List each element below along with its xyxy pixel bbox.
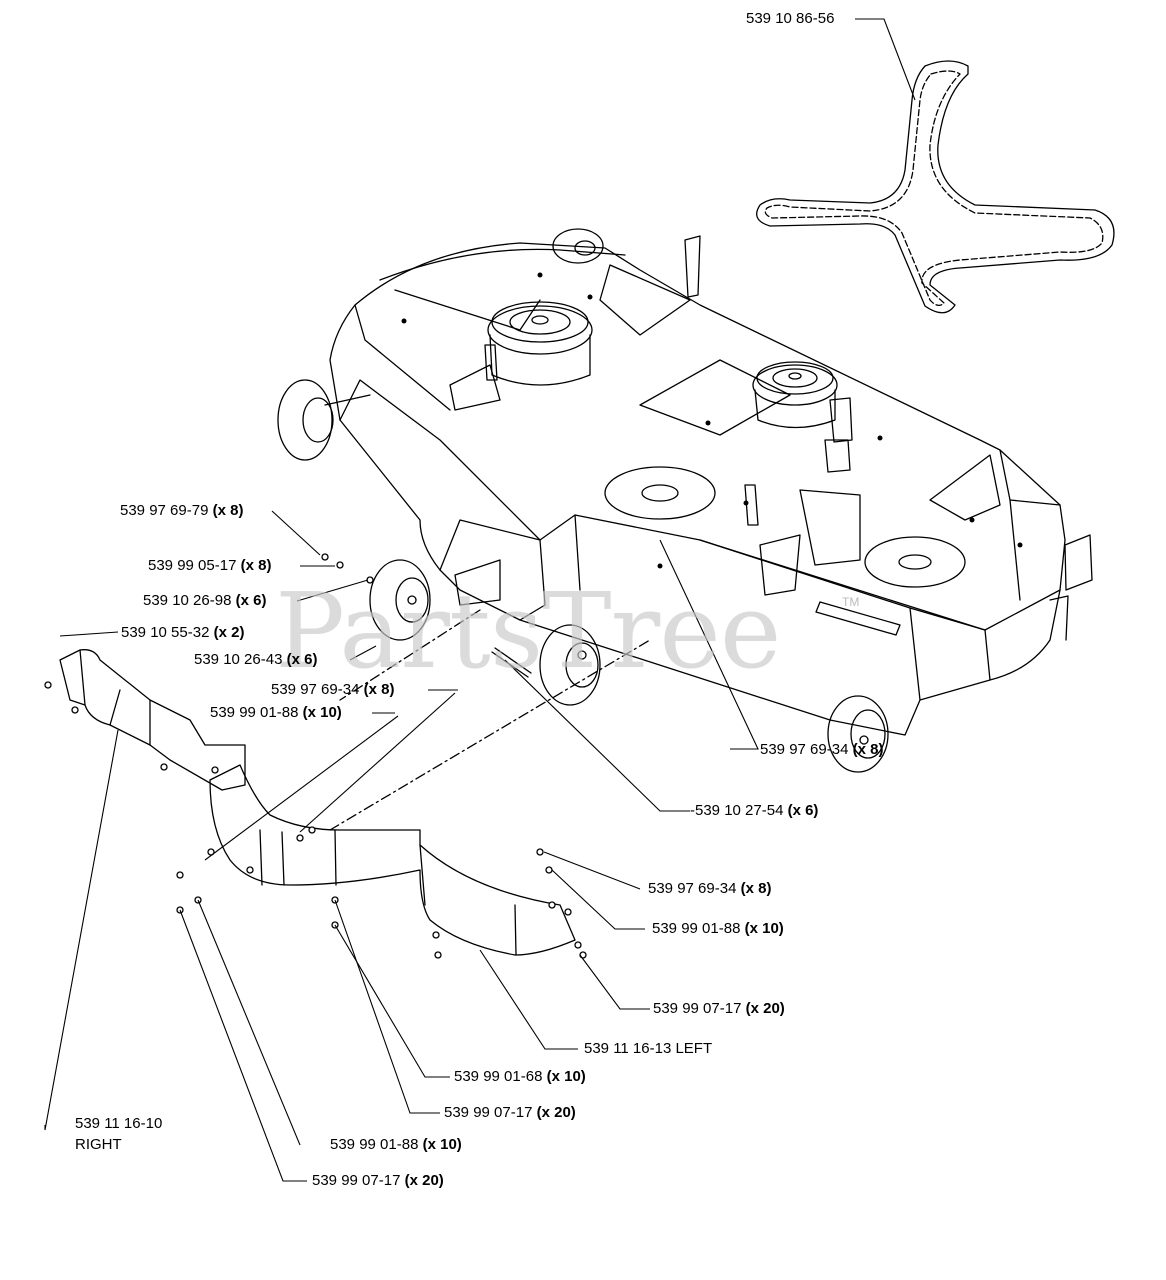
part-number: 539 11 16-13 LEFT <box>584 1040 713 1057</box>
part-label: 539 99 05-17 (x 8) <box>148 557 271 575</box>
part-number: 539 99 01-88 <box>330 1136 419 1153</box>
part-number: 539 11 16-10 <box>75 1115 163 1132</box>
gauge-wheel-front-left <box>369 559 431 641</box>
part-label: 539 97 69-34 (x 8) <box>271 681 394 699</box>
part-label: 539 99 07-17 (x 20) <box>653 1000 785 1018</box>
part-number: 539 99 01-88 <box>652 920 741 937</box>
part-quantity: (x 6) <box>235 592 267 609</box>
gauge-wheel-front-right <box>827 695 889 773</box>
part-label: 539 99 07-17 (x 20) <box>444 1104 576 1122</box>
idler-plate <box>639 359 791 436</box>
part-label: 539 99 01-88 (x 10) <box>330 1136 462 1154</box>
part-quantity: (x 8) <box>240 557 272 574</box>
part-quantity: (x 20) <box>536 1104 576 1121</box>
part-quantity: (x 10) <box>744 920 784 937</box>
part-label: 539 99 07-17 (x 20) <box>312 1172 444 1190</box>
part-number: 539 99 07-17 <box>312 1172 401 1189</box>
part-label: 539 10 26-43 (x 6) <box>194 651 317 669</box>
part-number: 539 97 69-34 <box>760 741 849 758</box>
part-label-right-baffle: 539 11 16-10 <box>75 1115 162 1133</box>
part-quantity: (x 8) <box>212 502 244 519</box>
part-quantity: (x 10) <box>302 704 342 721</box>
part-quantity: (x 20) <box>745 1000 785 1017</box>
part-number: 539 10 55-32 <box>121 624 210 641</box>
part-label: 539 99 01-88 (x 10) <box>652 920 784 938</box>
center-spindle-plate <box>604 466 716 520</box>
left-baffle <box>209 764 576 956</box>
part-label: 539 97 69-34 (x 8) <box>760 741 883 759</box>
right-spindle-pulley <box>752 361 838 429</box>
part-number: -539 10 27-54 <box>690 802 784 819</box>
gauge-wheel-rear-left <box>277 379 371 461</box>
part-quantity: (x 20) <box>404 1172 444 1189</box>
part-label: 539 10 55-32 (x 2) <box>121 624 244 642</box>
part-quantity: (x 8) <box>363 681 395 698</box>
part-quantity: (x 6) <box>787 802 819 819</box>
part-number: 539 99 07-17 <box>444 1104 533 1121</box>
part-quantity: (x 8) <box>852 741 884 758</box>
part-quantity: (x 8) <box>740 880 772 897</box>
part-number: 539 99 07-17 <box>653 1000 742 1017</box>
part-label: 539 99 01-68 (x 10) <box>454 1068 586 1086</box>
part-number: 539 97 69-79 <box>120 502 209 519</box>
watermark: PartsTree <box>275 570 781 692</box>
part-number: 539 10 86-56 <box>746 10 835 27</box>
part-number: 539 99 01-68 <box>454 1068 543 1085</box>
part-quantity: (x 10) <box>546 1068 586 1085</box>
part-side: RIGHT <box>75 1136 122 1153</box>
part-number: 539 99 05-17 <box>148 557 237 574</box>
part-label: 539 99 01-88 (x 10) <box>210 704 342 722</box>
part-quantity: (x 2) <box>213 624 245 641</box>
leader-lines <box>44 18 916 1182</box>
part-label-right-suffix: RIGHT <box>75 1136 122 1154</box>
part-number: 539 10 26-43 <box>194 651 283 668</box>
gauge-wheel-rear <box>552 228 604 264</box>
part-label: 539 97 69-79 (x 8) <box>120 502 243 520</box>
part-label: 539 10 26-98 (x 6) <box>143 592 266 610</box>
part-number: 539 99 01-88 <box>210 704 299 721</box>
part-label-belt: 539 10 86-56 <box>746 10 834 28</box>
watermark-trademark: TM <box>842 595 860 609</box>
part-number: 539 10 26-98 <box>143 592 232 609</box>
gauge-wheel-front-center <box>539 624 601 706</box>
left-spindle-pulley <box>487 301 593 386</box>
part-quantity: (x 6) <box>286 651 318 668</box>
part-quantity: (x 10) <box>422 1136 462 1153</box>
part-label: 539 11 16-13 LEFT <box>584 1040 712 1058</box>
drive-belt <box>756 60 1115 314</box>
right-baffle <box>59 649 246 791</box>
part-number: 539 97 69-34 <box>648 880 737 897</box>
right-spindle-plate <box>864 536 966 588</box>
part-label: 539 97 69-34 (x 8) <box>648 880 771 898</box>
part-label: -539 10 27-54 (x 6) <box>690 802 818 820</box>
part-number: 539 97 69-34 <box>271 681 360 698</box>
